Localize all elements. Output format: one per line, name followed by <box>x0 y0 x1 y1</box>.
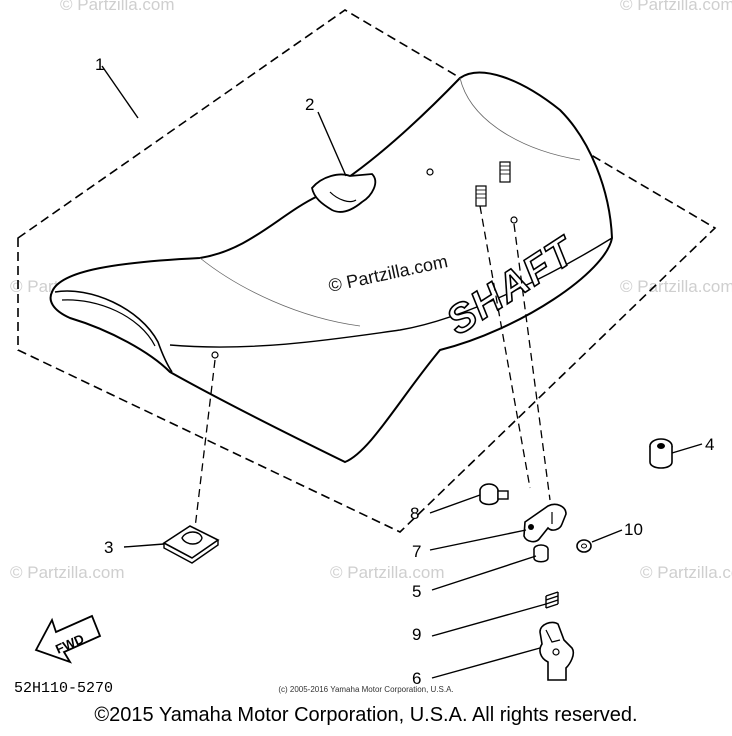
seat-front-rim-inner <box>61 299 156 347</box>
watermark-bottom-right: © Partzilla.com <box>640 563 732 582</box>
seat-studs <box>475 161 511 207</box>
seat-edge-line <box>169 237 613 348</box>
callout-2: 2 <box>305 95 314 114</box>
callout-9: 9 <box>412 625 421 644</box>
callout-5: 5 <box>412 582 421 601</box>
seat-front-hole <box>211 351 219 359</box>
strap <box>311 173 377 213</box>
callouts: 1 2 3 4 5 6 7 8 9 10 <box>95 55 714 688</box>
copyright-notice: ©2015 Yamaha Motor Corporation, U.S.A. A… <box>94 704 638 726</box>
collar <box>533 544 549 563</box>
seat-body <box>49 71 614 464</box>
callout-4: 4 <box>705 435 714 454</box>
watermark-bottom-center: © Partzilla.com <box>330 563 445 582</box>
strap-body <box>311 173 377 213</box>
fwd-arrow: FWD <box>34 614 102 664</box>
leader-lines <box>101 65 703 679</box>
watermark-layer: © Partzilla.com © Partzilla.com © Partzi… <box>10 0 732 582</box>
watermark-top-right: © Partzilla.com <box>620 0 732 14</box>
seat: SHAFT <box>49 71 614 464</box>
watermark-bottom-left: © Partzilla.com <box>10 563 125 582</box>
seat-hole <box>426 168 434 176</box>
lock-hook <box>539 621 575 681</box>
part-code: 52H110-5270 <box>14 680 113 697</box>
callout-10: 10 <box>624 520 643 539</box>
watermark-top-left: © Partzilla.com <box>60 0 175 14</box>
seat-hook-hole <box>510 216 518 224</box>
washer <box>576 539 592 553</box>
spring <box>545 591 559 609</box>
strap-fold <box>329 191 357 203</box>
callout-6: 6 <box>412 669 421 688</box>
bolt <box>479 483 509 506</box>
stud-front <box>475 185 487 207</box>
seat-shading <box>199 257 361 327</box>
small-copyright: (c) 2005-2016 Yamaha Motor Corporation, … <box>278 685 454 694</box>
watermark-right: © Partzilla.com <box>620 277 732 296</box>
callout-3: 3 <box>104 538 113 557</box>
hook-bracket <box>523 503 567 543</box>
fwd-arrow-shape <box>34 614 102 664</box>
callout-7: 7 <box>412 542 421 561</box>
callout-1: 1 <box>95 55 104 74</box>
seat-hump-shading <box>459 77 581 161</box>
assembly-guides <box>194 205 551 529</box>
stud-rear <box>499 161 511 183</box>
callout-8: 8 <box>410 504 419 523</box>
fastener-plate <box>162 525 220 564</box>
seat-front-rim <box>54 290 173 373</box>
damper <box>649 438 673 469</box>
